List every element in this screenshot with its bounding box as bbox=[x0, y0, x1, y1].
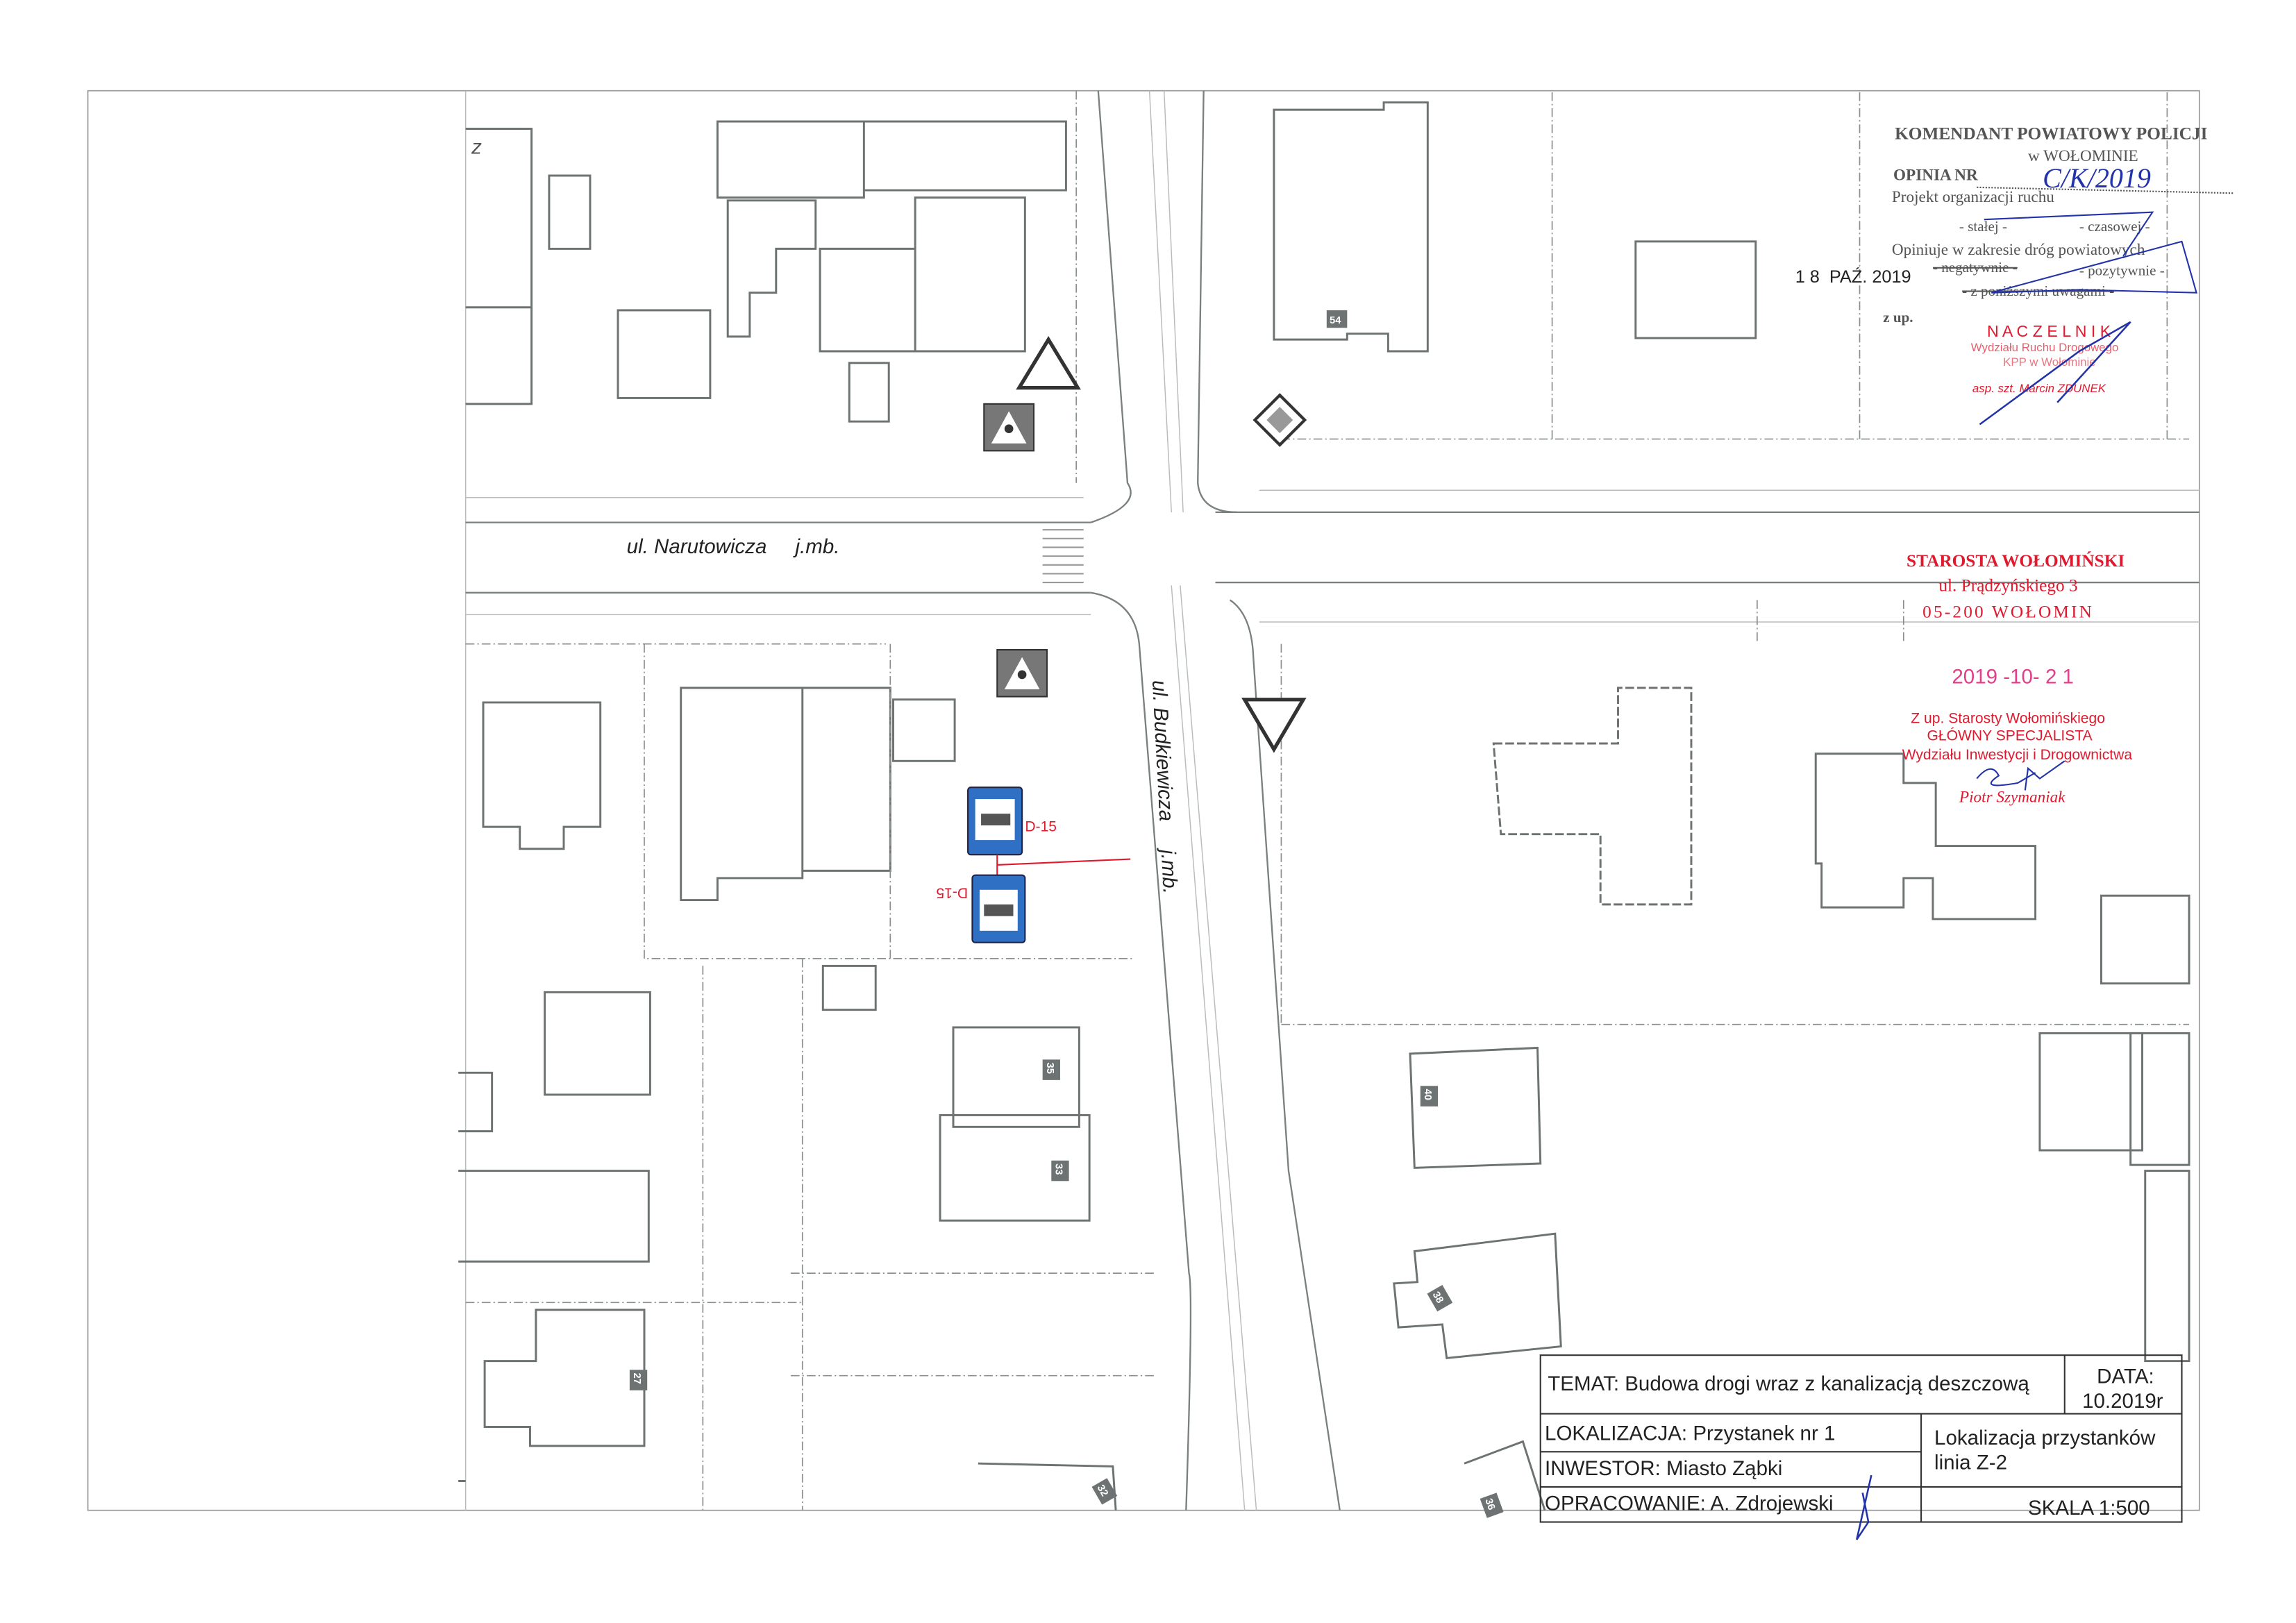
house-number: 36 bbox=[1480, 1492, 1504, 1518]
svg-text:Wydziału Ruchu Drogowego: Wydziału Ruchu Drogowego bbox=[1971, 341, 2119, 354]
svg-text:54: 54 bbox=[1330, 315, 1341, 326]
svg-text:32: 32 bbox=[1095, 1483, 1110, 1498]
approval-date-stamp: 2019 -10- 2 1 bbox=[1952, 666, 2074, 689]
starosta-approval-stamp: STAROSTA WOŁOMIŃSKI ul. Prądzyńskiego 3 … bbox=[1902, 551, 2133, 806]
svg-text:27: 27 bbox=[631, 1372, 642, 1384]
svg-text:N A C Z E L N I K: N A C Z E L N I K bbox=[1987, 322, 2111, 340]
svg-text:Piotr Szymaniak: Piotr Szymaniak bbox=[1959, 788, 2065, 806]
title-block-date: 10.2019r bbox=[2082, 1390, 2163, 1413]
svg-text:Projekt organizacji ruchu: Projekt organizacji ruchu bbox=[1892, 188, 2054, 206]
svg-text:Z up. Starosty Wołomińskiego: Z up. Starosty Wołomińskiego bbox=[1911, 710, 2105, 726]
pedestrian-crossing-sign-icon bbox=[983, 403, 1035, 452]
police-opinion-stamp: KOMENDANT POWIATOWY POLICJI w WOŁOMINIE … bbox=[1795, 124, 2234, 426]
svg-text:z: z bbox=[471, 135, 482, 158]
title-block-opracowanie: OPRACOWANIE: A. Zdrojewski bbox=[1545, 1492, 1834, 1515]
svg-text:z up.: z up. bbox=[1883, 309, 1913, 326]
svg-text:- czasowej -: - czasowej - bbox=[2079, 218, 2150, 235]
svg-text:Wydziału Inwestycji i Drogowni: Wydziału Inwestycji i Drogownictwa bbox=[1902, 747, 2133, 763]
signature bbox=[1856, 1474, 1872, 1540]
svg-text:- stałej -: - stałej - bbox=[1959, 218, 2007, 235]
svg-text:33: 33 bbox=[1053, 1163, 1064, 1175]
street-label-narutowicza: ul. Narutowicza j.mb. bbox=[627, 535, 840, 558]
title-block-date-label: DATA: bbox=[2097, 1365, 2154, 1388]
house-number: 38 bbox=[1427, 1285, 1453, 1312]
title-block-scale: SKALA 1:500 bbox=[2028, 1497, 2150, 1520]
svg-text:Opiniuje w zakresie dróg powia: Opiniuje w zakresie dróg powiatowych bbox=[1892, 241, 2145, 259]
bus-stop-sign-icon bbox=[971, 874, 1026, 943]
roads bbox=[465, 90, 2199, 1511]
street-label-budkiewicza: ul. Budkiewicza j.mb. bbox=[1148, 680, 1182, 895]
svg-text:GŁÓWNY SPECJALISTA: GŁÓWNY SPECJALISTA bbox=[1927, 728, 2093, 744]
signature bbox=[1976, 760, 2065, 791]
house-number: 32 bbox=[1091, 1478, 1118, 1505]
title-block: TEMAT: Budowa drogi wraz z kanalizacją d… bbox=[1539, 1354, 2183, 1540]
svg-text:40: 40 bbox=[1422, 1089, 1433, 1100]
priority-road-sign-icon bbox=[1252, 393, 1307, 447]
crosswalk bbox=[1042, 529, 1084, 584]
house-number: 33 bbox=[1051, 1160, 1069, 1181]
house-number: 54 bbox=[1326, 310, 1348, 328]
house-number: 35 bbox=[1042, 1059, 1060, 1080]
yield-sign-icon bbox=[1241, 698, 1307, 753]
title-block-inwestor: INWESTOR: Miasto Ząbki bbox=[1545, 1457, 1782, 1480]
bus-stop-sign-icon bbox=[967, 787, 1023, 856]
svg-text:ul. Prądzyńskiego 3: ul. Prądzyńskiego 3 bbox=[1938, 576, 2077, 596]
house-number: 27 bbox=[629, 1370, 648, 1390]
svg-text:- pozytywnie -: - pozytywnie - bbox=[2079, 262, 2165, 278]
svg-text:w WOŁOMINIE: w WOŁOMINIE bbox=[2028, 147, 2138, 165]
received-date-stamp: 1 8 PAŹ. 2019 bbox=[1795, 267, 1911, 287]
svg-text:KPP w Wołominie: KPP w Wołominie bbox=[2003, 355, 2095, 369]
bus-stop-code-label: D-15 bbox=[936, 885, 968, 901]
svg-text:35: 35 bbox=[1044, 1063, 1055, 1074]
opinion-number-handwritten: C/K/2019 bbox=[2043, 162, 2151, 194]
pedestrian-crossing-sign-icon bbox=[996, 648, 1048, 698]
sheet-frame bbox=[87, 90, 2200, 1511]
svg-text:STAROSTA WOŁOMIŃSKI: STAROSTA WOŁOMIŃSKI bbox=[1907, 551, 2125, 571]
svg-text:36: 36 bbox=[1482, 1497, 1497, 1512]
svg-text:05-200 WOŁOMIN: 05-200 WOŁOMIN bbox=[1922, 603, 2094, 622]
svg-text:OPINIA NR: OPINIA NR bbox=[1893, 166, 1978, 184]
title-block-description: Lokalizacja przystanków bbox=[1934, 1427, 2156, 1449]
bus-stop-code-label: D-15 bbox=[1025, 818, 1057, 834]
house-number: 40 bbox=[1420, 1086, 1439, 1107]
yield-sign-icon bbox=[1016, 336, 1081, 390]
svg-text:38: 38 bbox=[1430, 1290, 1446, 1305]
title-block-description: linia Z-2 bbox=[1934, 1452, 2007, 1474]
title-block-lokalizacja: LOKALIZACJA: Przystanek nr 1 bbox=[1545, 1422, 1835, 1445]
svg-text:KOMENDANT POWIATOWY POLICJI: KOMENDANT POWIATOWY POLICJI bbox=[1895, 124, 2207, 143]
svg-text:asp. szt. Marcin ZDUNEK: asp. szt. Marcin ZDUNEK bbox=[1972, 382, 2106, 395]
signature bbox=[1979, 321, 2131, 426]
buildings bbox=[458, 90, 2190, 1511]
title-block-temat: TEMAT: Budowa drogi wraz z kanalizacją d… bbox=[1548, 1372, 2029, 1395]
svg-text:- negatywnie -: - negatywnie - bbox=[1933, 259, 2018, 276]
